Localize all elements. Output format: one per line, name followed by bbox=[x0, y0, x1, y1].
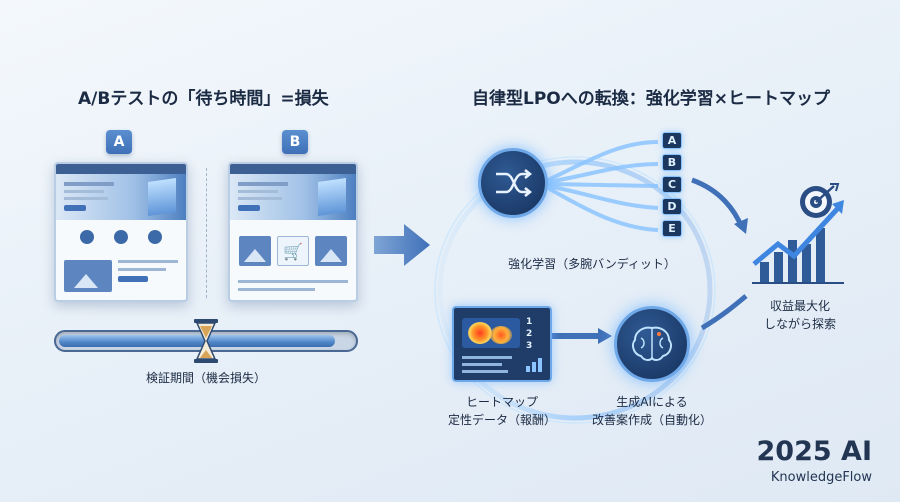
variant-a-badge: A bbox=[106, 130, 132, 154]
heatmap-label-1: ヒートマップ bbox=[465, 395, 538, 409]
heatmap-row-1: 1 bbox=[526, 317, 533, 327]
hourglass-icon bbox=[194, 319, 218, 363]
landing-page-mockup-a bbox=[54, 162, 188, 302]
arm-e: E bbox=[662, 220, 682, 237]
right-title: 自律型LPOへの転換：強化学習×ヒートマップ bbox=[472, 89, 830, 109]
feature-icon bbox=[148, 230, 162, 244]
variant-b-badge: B bbox=[282, 130, 308, 154]
feature-icon bbox=[114, 230, 128, 244]
revenue-label-1: 収益最大化 bbox=[769, 299, 830, 313]
ai-label-2: 改善案作成（自動化） bbox=[591, 413, 712, 427]
mini-bar-chart-icon bbox=[526, 358, 542, 372]
reinforcement-learning-node bbox=[478, 148, 548, 218]
ai-label-1: 生成AIによる bbox=[616, 395, 688, 409]
shuffle-icon bbox=[496, 169, 532, 197]
revenue-growth-chart-icon bbox=[752, 183, 844, 284]
arm-d: D bbox=[662, 198, 682, 215]
transition-arrow-icon bbox=[374, 224, 430, 266]
heatmap-label-2: 定性データ（報酬） bbox=[447, 413, 556, 427]
brain-icon bbox=[632, 326, 672, 361]
image-placeholder-icon bbox=[239, 236, 271, 266]
image-placeholder-icon bbox=[315, 236, 347, 266]
left-title: A/Bテストの「待ち時間」=損失 bbox=[78, 89, 329, 109]
image-placeholder-icon bbox=[64, 260, 112, 292]
shopping-cart-icon: 🛒 bbox=[277, 236, 309, 266]
brand-year: 2025 AI bbox=[756, 436, 873, 467]
landing-page-mockup-b: 🛒 bbox=[228, 162, 358, 302]
arm-b: B bbox=[662, 154, 682, 171]
wait-period-label: 検証期間（機会損失） bbox=[145, 371, 266, 385]
rl-label: 強化学習（多腕バンディット） bbox=[508, 257, 676, 271]
arm-c: C bbox=[662, 176, 682, 193]
arm-a: A bbox=[662, 132, 682, 149]
feedback-loop-icon bbox=[434, 140, 748, 424]
heatmap-row-2: 2 bbox=[526, 329, 533, 339]
heatmap-row-3: 3 bbox=[526, 341, 533, 351]
generative-ai-node bbox=[614, 306, 690, 382]
progress-fill bbox=[59, 335, 335, 347]
revenue-label-2: しながら探索 bbox=[763, 317, 836, 331]
heatmap-image bbox=[462, 318, 520, 348]
brand-name: KnowledgeFlow bbox=[770, 470, 872, 485]
heatmap-panel: 1 2 3 bbox=[452, 306, 552, 382]
divider bbox=[206, 168, 207, 298]
feature-icon bbox=[80, 230, 94, 244]
